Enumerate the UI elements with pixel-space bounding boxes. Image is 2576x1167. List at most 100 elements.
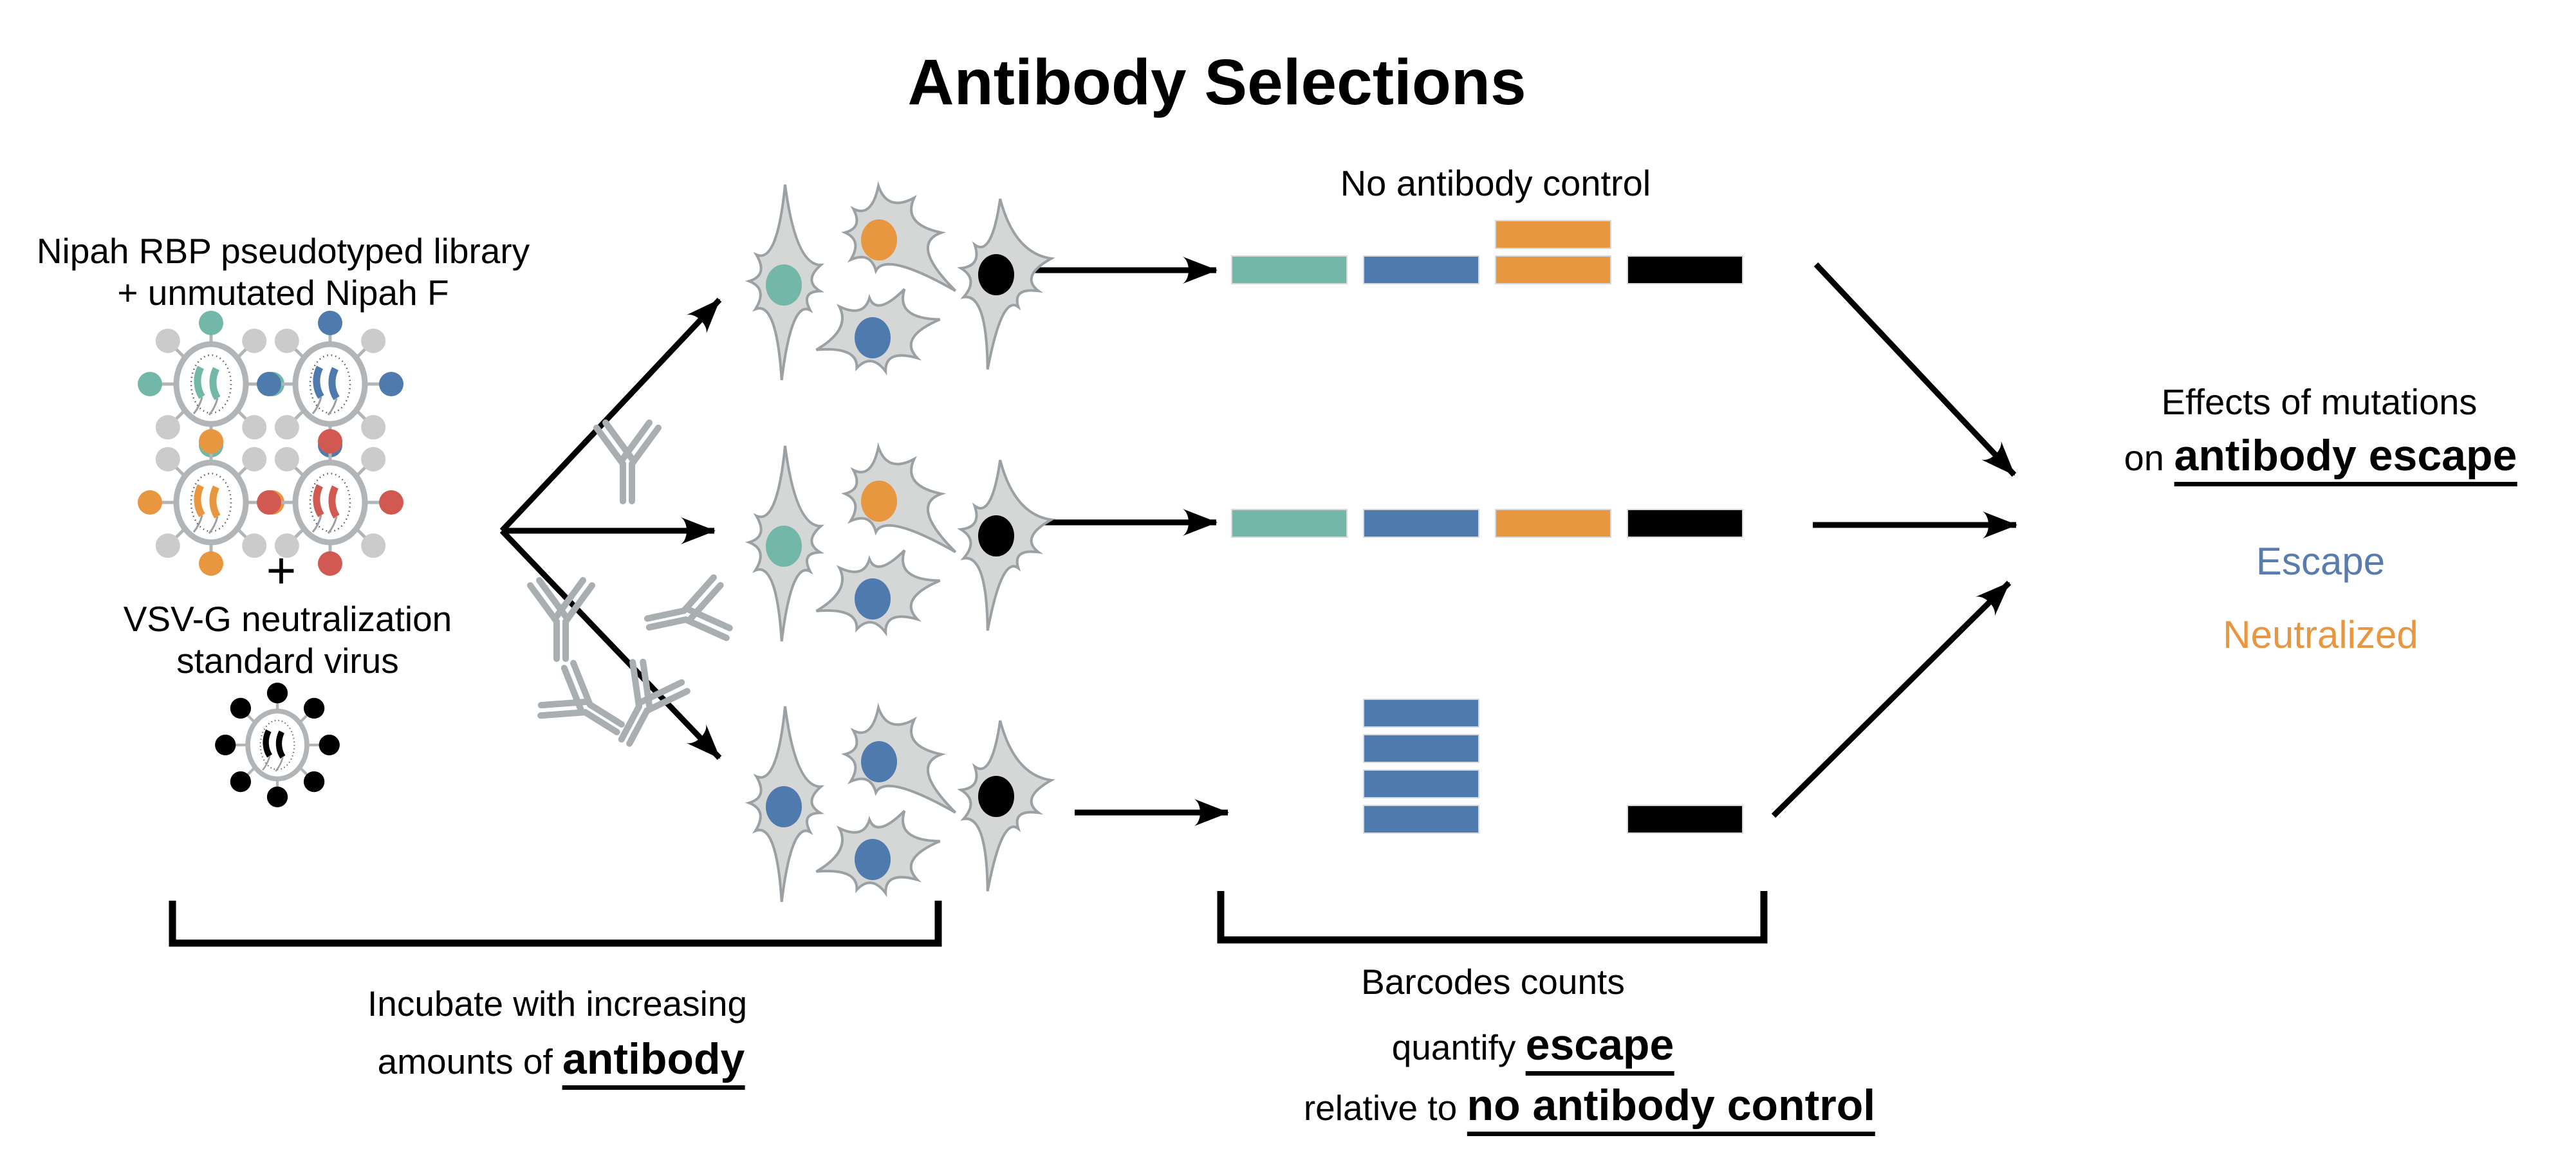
vsv-standard-virion-icon <box>215 683 340 807</box>
barcode-bar-blue <box>1363 509 1479 538</box>
library-label-line1: Nipah RBP pseudotyped library <box>36 231 530 271</box>
barcodes-line3-prefix: relative to <box>1303 1088 1467 1128</box>
spike-protein-dot <box>242 533 267 558</box>
incubate-caption-line2: amounts of antibody <box>377 1033 745 1090</box>
antibody-icons <box>527 419 733 747</box>
barcode-bar-blue <box>1363 805 1479 834</box>
spike-protein-dot <box>257 490 281 515</box>
spike-protein-dot <box>361 533 386 558</box>
spike-protein-dot <box>155 415 180 440</box>
cell-cluster-no-antibody-row <box>745 181 1055 381</box>
cell-nucleus-black <box>978 515 1014 556</box>
cell-nucleus-blue <box>855 578 891 620</box>
spike-protein-dot <box>274 446 299 472</box>
spike-protein-dot <box>215 734 236 756</box>
spike-protein-dot <box>242 446 267 472</box>
spike-protein-dot <box>257 372 281 396</box>
antibody-escape-emphasis: antibody escape <box>2174 431 2517 486</box>
spike-protein-dot <box>242 328 267 353</box>
cell-nucleus-blue <box>861 741 897 782</box>
spike-protein-dot <box>266 683 288 704</box>
spike-protein-dot <box>319 734 340 756</box>
antibody-icon <box>593 419 662 504</box>
spike-protein-dot <box>361 446 386 472</box>
cell-cluster-high-antibody-row <box>745 703 1055 903</box>
barcode-bar-teal <box>1231 509 1348 538</box>
barcode-bar-blue <box>1363 769 1479 798</box>
escape-emphasis: escape <box>1525 1020 1674 1076</box>
spike-protein-dot <box>230 697 252 719</box>
converge-arrow-top <box>1813 262 2017 477</box>
spike-protein-dot <box>361 415 386 440</box>
cell-nucleus-orange <box>861 219 897 261</box>
spike-protein-dot <box>199 429 223 454</box>
cell-nucleus-black <box>978 254 1014 295</box>
cell-nucleus-blue <box>855 839 891 880</box>
barcode-bars-no-antibody-row <box>1231 220 1743 284</box>
red-virion-icon <box>257 429 403 576</box>
fan-arrows <box>499 297 722 760</box>
barcode-bar-orange <box>1495 220 1611 249</box>
effects-line2-prefix: on <box>2124 437 2174 478</box>
barcode-bars-low-antibody-row <box>1231 509 1743 538</box>
spike-protein-dot <box>155 446 180 472</box>
spike-protein-dot <box>379 490 403 515</box>
vsv-label: VSV-G neutralization standard virus <box>124 598 452 682</box>
antibody-icon <box>537 659 625 735</box>
spike-protein-dot <box>303 697 325 719</box>
spike-protein-dot <box>199 551 223 576</box>
cell-clusters <box>745 181 1055 903</box>
spike-protein-dot <box>242 415 267 440</box>
spike-protein-dot <box>318 311 342 335</box>
cell-nucleus-teal <box>766 264 802 306</box>
spike-protein-dot <box>361 328 386 353</box>
barcode-bar-teal <box>1231 255 1348 284</box>
spike-protein-dot <box>274 415 299 440</box>
cell-nucleus-blue <box>766 786 802 827</box>
cell-nucleus-black <box>978 776 1014 817</box>
barcodes-caption-line2: quantify escape <box>1391 1019 1674 1076</box>
figure-title: Antibody Selections <box>907 46 1526 118</box>
barcode-bars <box>1231 220 1743 834</box>
barcodes-line2-prefix: quantify <box>1391 1027 1526 1067</box>
incubate-bracket <box>169 901 942 947</box>
cell-body <box>841 442 957 553</box>
brackets <box>169 891 1768 947</box>
spike-protein-dot <box>318 429 342 454</box>
cell-nucleus-teal <box>766 526 802 567</box>
effects-label-line1: Effects of mutations <box>2161 381 2478 422</box>
barcode-bars-high-antibody-row <box>1363 699 1743 834</box>
barcode-bar-orange <box>1495 509 1611 538</box>
vsv-label-line1: VSV-G neutralization <box>123 599 452 639</box>
converge-arrows <box>1771 262 2017 818</box>
spike-protein-dot <box>274 328 299 353</box>
antibody-icon <box>644 574 733 641</box>
cell-nucleus-blue <box>855 317 891 358</box>
spike-protein-dot <box>230 771 252 793</box>
plus-sign: + <box>266 542 297 599</box>
barcode-bar-black <box>1627 805 1743 834</box>
incubate-line2-prefix: amounts of <box>377 1042 563 1081</box>
barcode-bar-blue <box>1363 734 1479 763</box>
barcodes-caption-line3: relative to no antibody control <box>1303 1080 1876 1136</box>
spike-protein-dot <box>138 490 162 515</box>
spike-protein-dot <box>274 533 299 558</box>
spike-protein-dot <box>266 786 288 807</box>
escape-label: Escape <box>2256 540 2386 583</box>
library-label: Nipah RBP pseudotyped library + unmutate… <box>37 230 530 314</box>
antibody-emphasis: antibody <box>562 1034 745 1090</box>
barcode-bar-orange <box>1495 255 1611 284</box>
spike-protein-dot <box>138 372 162 396</box>
spike-protein-dot <box>155 328 180 353</box>
no-antibody-control-label: No antibody control <box>1340 163 1651 203</box>
fan-arrow-bottom <box>499 528 722 760</box>
no-antibody-control-emphasis: no antibody control <box>1467 1081 1876 1136</box>
spike-protein-dot <box>199 311 223 335</box>
cell-cluster-low-antibody-row <box>745 442 1055 642</box>
antibody-icon <box>527 577 595 662</box>
cell-body <box>841 703 957 814</box>
barcode-bar-blue <box>1363 699 1479 728</box>
spike-protein-dot <box>318 551 342 576</box>
